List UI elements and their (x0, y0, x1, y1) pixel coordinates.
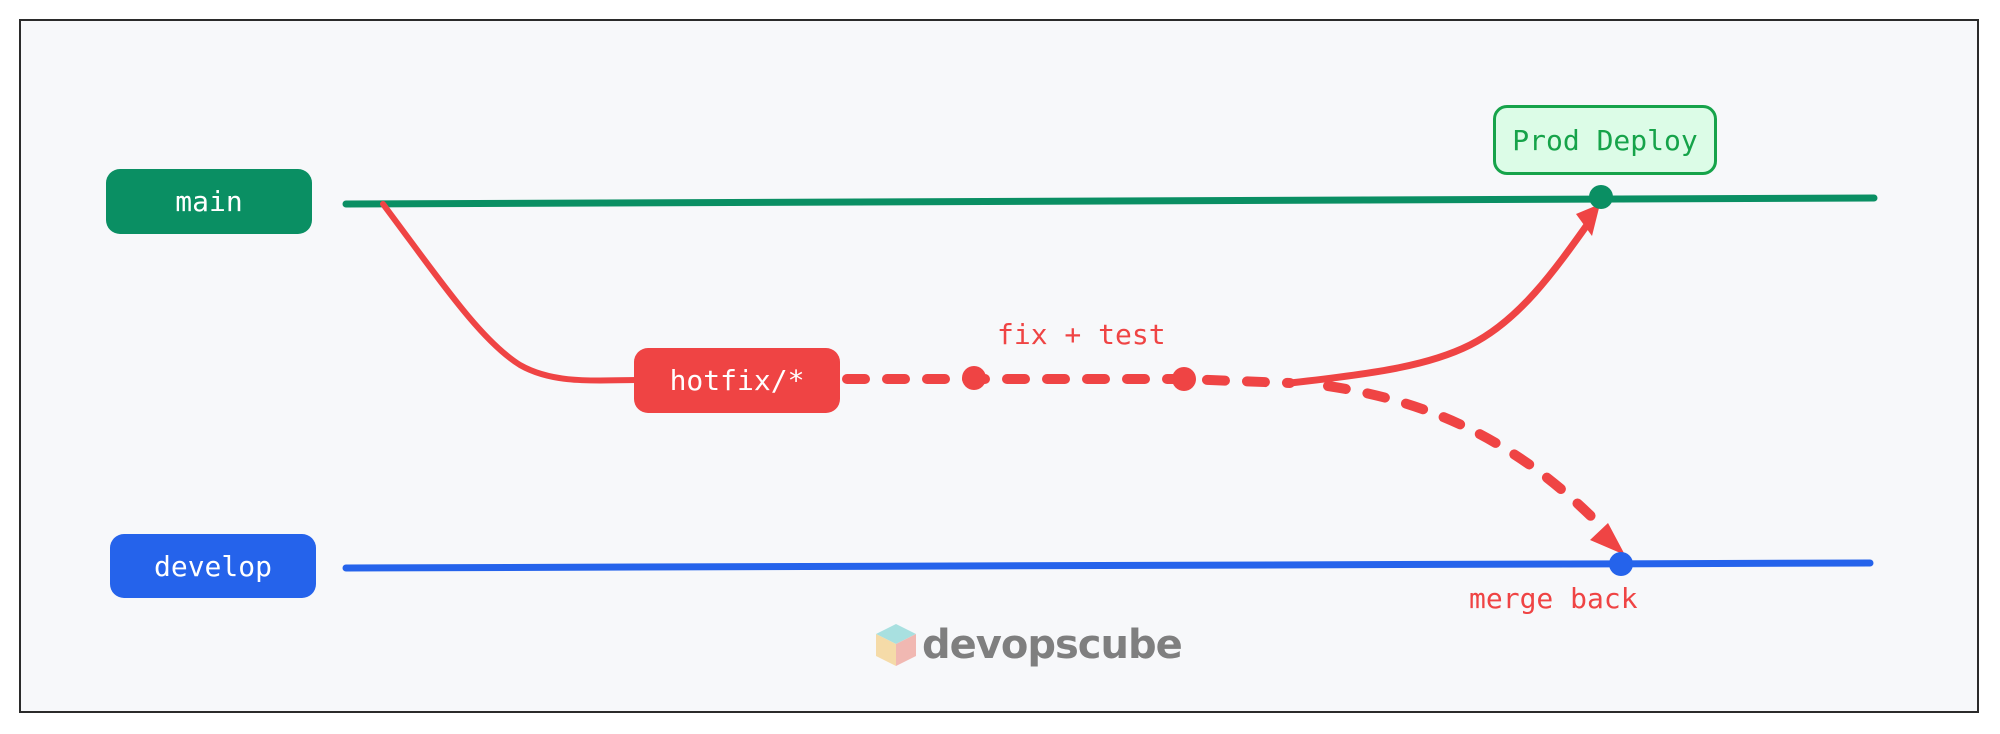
branch-label-main: main (106, 169, 312, 234)
merge-to-main-arrowhead (1576, 204, 1600, 236)
logo-text: devopscube (922, 622, 1183, 668)
main-branch-line (342, 194, 1878, 208)
cube-icon (876, 624, 916, 666)
hotfix-branch-off-line (380, 201, 639, 384)
devopscube-logo: devopscube (874, 622, 1183, 668)
main-merge-dot (1589, 185, 1613, 209)
develop-merge-dot (1609, 552, 1633, 576)
prod-deploy-badge: Prod Deploy (1493, 105, 1717, 175)
merge-back-annotation: merge back (1469, 582, 1638, 615)
merge-back-arrowhead (1590, 523, 1625, 555)
hotfix-dashed-line (842, 374, 1295, 388)
branch-label-hotfix: hotfix/* (634, 348, 840, 413)
fix-test-annotation: fix + test (997, 318, 1166, 351)
develop-branch-line (342, 559, 1874, 572)
hotfix-commit-dot-2 (1172, 367, 1196, 391)
branch-label-develop: develop (110, 534, 316, 598)
merge-back-dashed-arrow (1323, 381, 1610, 535)
merge-to-main-arrow (1286, 214, 1596, 387)
hotfix-commit-dot-1 (962, 366, 986, 390)
